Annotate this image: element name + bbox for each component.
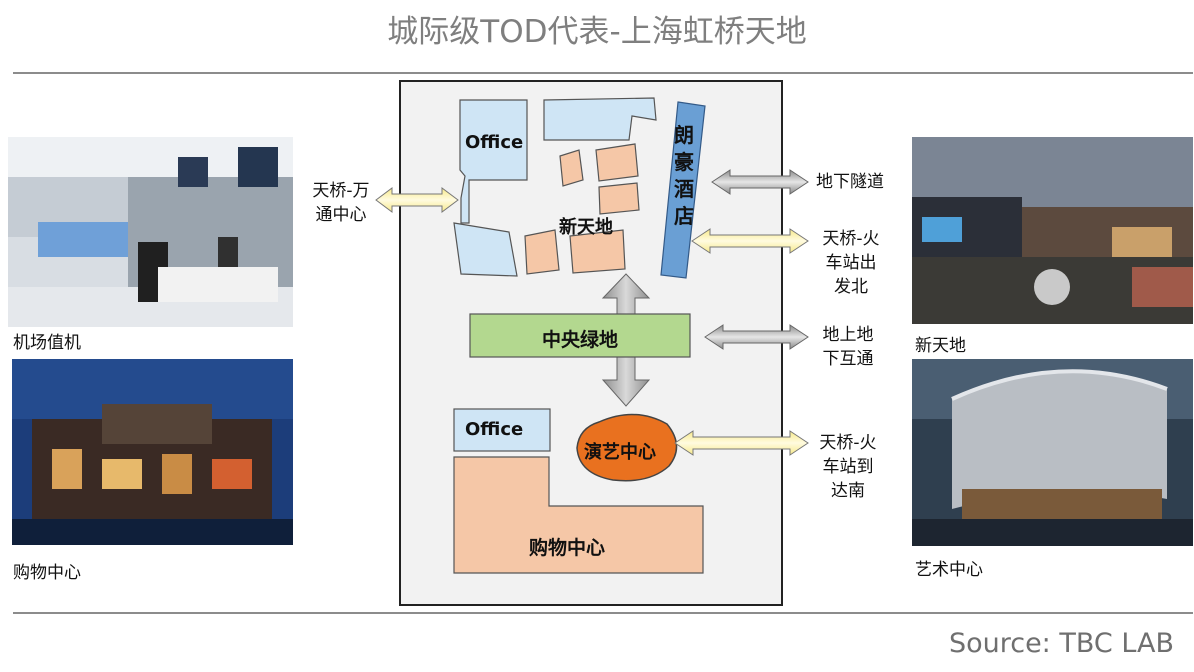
arts-center-photo xyxy=(912,359,1193,546)
site-map: Office 新天地 朗 豪 酒 店 中央绿地 Office 演艺中心 购物中心 xyxy=(399,80,783,606)
skybridge-south-line-3: 达南 xyxy=(831,481,865,501)
xintiandi-block-2 xyxy=(595,143,639,182)
langham-hotel-block xyxy=(660,101,706,279)
ground-underground-line-2: 下互通 xyxy=(822,349,874,369)
langham-char-2: 豪 xyxy=(674,150,694,174)
langham-hotel-label: 朗 豪 酒 店 xyxy=(669,122,699,230)
arrow-tunnel xyxy=(711,169,809,195)
bottom-divider xyxy=(13,612,1193,614)
top-divider xyxy=(13,72,1193,74)
skybridge-south-line-1: 天桥-火 xyxy=(819,433,877,453)
skybridge-north-line-2: 车站出 xyxy=(825,253,877,273)
arrow-wanda xyxy=(375,187,459,213)
performing-arts-block xyxy=(576,413,678,482)
label-underground-tunnel: 地下隧道 xyxy=(816,172,884,192)
office-bottom-label: Office xyxy=(465,419,524,440)
langham-char-3: 酒 xyxy=(674,177,694,201)
shopping-mall-block xyxy=(453,456,704,574)
arrow-ground-underground xyxy=(704,324,809,350)
office-top-strip xyxy=(543,97,657,141)
office-left-lower-block xyxy=(453,222,518,277)
skybridge-north-line-3: 发北 xyxy=(834,277,868,297)
arrow-station-south xyxy=(674,430,809,456)
label-skybridge-wanda: 天桥-万 通中心 xyxy=(306,179,376,227)
xintiandi-block-5 xyxy=(569,229,626,274)
airport-checkin-photo xyxy=(8,137,293,327)
xintiandi-map-label: 新天地 xyxy=(559,217,613,238)
arts-center-caption: 艺术中心 xyxy=(915,560,983,580)
shopping-map-label: 购物中心 xyxy=(529,537,606,559)
label-ground-underground: 地上地 下互通 xyxy=(815,323,881,371)
central-green-block xyxy=(469,313,691,358)
skybridge-south-line-2: 车站到 xyxy=(822,457,874,477)
label-skybridge-south: 天桥-火 车站到 达南 xyxy=(812,431,884,503)
langham-char-4: 店 xyxy=(674,204,694,228)
xintiandi-block-3 xyxy=(598,182,640,215)
arrow-down-to-arts xyxy=(601,355,651,407)
central-green-label: 中央绿地 xyxy=(541,329,618,351)
skybridge-wanda-line-1: 天桥-万 xyxy=(312,181,370,201)
skybridge-wanda-line-2: 通中心 xyxy=(315,205,367,225)
performing-arts-label: 演艺中心 xyxy=(584,442,656,463)
langham-char-1: 朗 xyxy=(674,123,694,147)
office-top-label: Office xyxy=(465,132,524,153)
office-bottom-block xyxy=(453,408,551,452)
ground-underground-line-1: 地上地 xyxy=(822,325,874,345)
skybridge-north-line-1: 天桥-火 xyxy=(822,229,880,249)
xintiandi-photo xyxy=(912,137,1193,324)
xintiandi-caption: 新天地 xyxy=(915,336,966,356)
xintiandi-block-4 xyxy=(524,229,560,275)
shopping-mall-photo xyxy=(12,359,293,545)
office-top-block xyxy=(459,99,528,224)
source-credit: Source: TBC LAB xyxy=(948,628,1174,659)
shopping-mall-caption: 购物中心 xyxy=(13,563,81,583)
page-title: 城际级TOD代表-上海虹桥天地 xyxy=(387,14,807,50)
xintiandi-block-1 xyxy=(559,149,584,187)
airport-checkin-caption: 机场值机 xyxy=(13,333,81,353)
label-skybridge-north: 天桥-火 车站出 发北 xyxy=(815,227,887,299)
arrow-station-north xyxy=(691,228,809,254)
